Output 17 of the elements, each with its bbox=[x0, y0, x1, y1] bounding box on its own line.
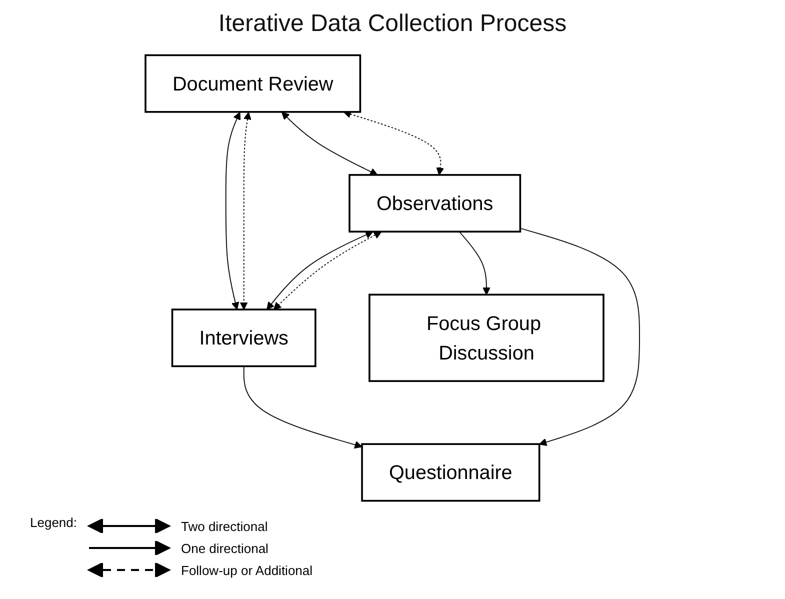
arrow bbox=[240, 112, 252, 310]
legend-text: Follow-up or Additional bbox=[181, 562, 313, 578]
title: Iterative Data Collection Process bbox=[217, 10, 568, 38]
legend-title: Legend: bbox=[30, 515, 77, 532]
arrow bbox=[282, 112, 378, 176]
node-box: Observations bbox=[348, 174, 522, 233]
arrow bbox=[225, 112, 241, 310]
arrow bbox=[343, 110, 444, 176]
legend-text: Two directional bbox=[181, 518, 268, 534]
node-box: Questionnaire bbox=[361, 443, 540, 502]
legend-text: One directional bbox=[181, 540, 268, 556]
arrow bbox=[243, 366, 362, 449]
arrow bbox=[458, 231, 490, 296]
arrow bbox=[520, 228, 640, 446]
node-box: Document Review bbox=[144, 54, 362, 113]
node-box: Interviews bbox=[171, 308, 316, 368]
node-box: Focus Group Discussion bbox=[368, 294, 604, 382]
